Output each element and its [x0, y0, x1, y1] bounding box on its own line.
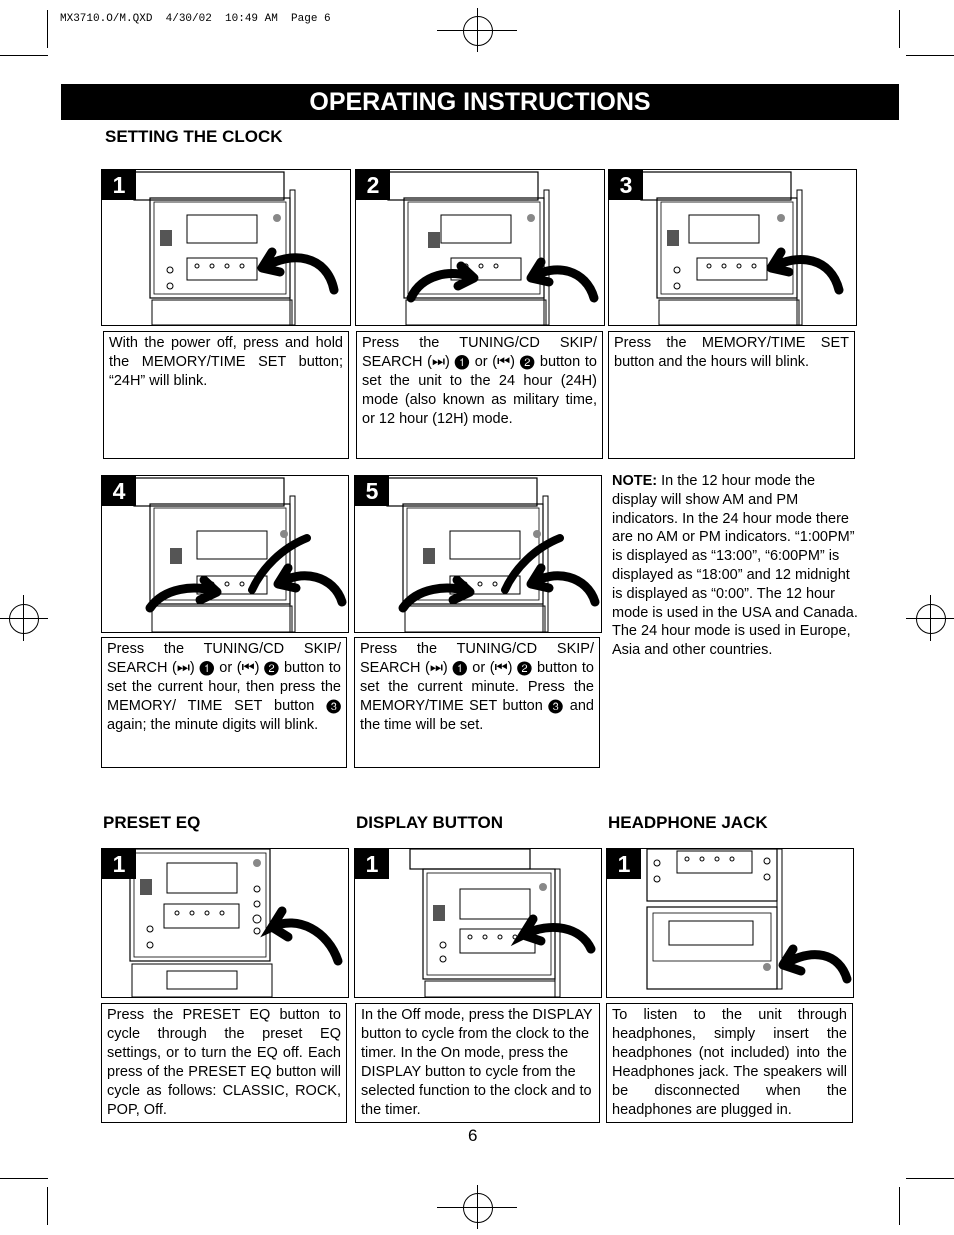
crop-mark	[930, 595, 931, 641]
illustration-step-3: 3	[608, 169, 857, 326]
crop-mark	[906, 1178, 954, 1179]
illustration-step-4: 4	[101, 475, 349, 633]
registration-mark	[916, 604, 946, 634]
step-number: 1	[102, 170, 136, 200]
stereo-unit-illustration	[409, 849, 596, 997]
registration-mark	[463, 16, 493, 46]
step-number: 1	[355, 849, 389, 879]
stereo-unit-illustration	[387, 171, 599, 325]
illustration-display-button: 1	[354, 848, 602, 998]
page-number: 6	[468, 1126, 478, 1145]
crop-mark	[899, 1187, 900, 1225]
section-heading-display: DISPLAY BUTTON	[356, 813, 504, 832]
crop-mark	[906, 55, 954, 56]
crop-mark	[0, 618, 48, 619]
illustration-headphone-jack: 1	[606, 848, 854, 998]
page-title: OPERATING INSTRUCTIONS	[61, 84, 899, 120]
stereo-unit-illustration	[133, 171, 339, 325]
preset-eq-text: Press the PRESET EQ button to cycle thro…	[101, 1003, 347, 1123]
step-1-text: With the power off, press and hold the M…	[103, 331, 349, 459]
section-heading-headphone: HEADPHONE JACK	[608, 813, 768, 832]
crop-mark	[23, 595, 24, 641]
crop-mark	[0, 55, 48, 56]
note-label: NOTE:	[612, 473, 658, 489]
step-number: 1	[607, 849, 641, 879]
step-3-text: Press the MEMORY/TIME SET button and the…	[608, 331, 855, 459]
registration-mark	[9, 604, 39, 634]
stereo-unit-illustration	[133, 477, 347, 632]
step-number: 5	[355, 476, 389, 506]
note-text: In the 12 hour mode the display will sho…	[612, 473, 858, 659]
crop-mark	[899, 10, 900, 48]
stereo-unit-illustration	[640, 171, 844, 325]
headphone-jack-text: To listen to the unit through headphones…	[606, 1003, 853, 1123]
section-heading-eq: PRESET EQ	[103, 813, 201, 832]
stereo-unit-illustration	[646, 849, 852, 990]
display-button-text: In the Off mode, press the DISPLAY butto…	[355, 1003, 600, 1123]
illustration-step-2: 2	[355, 169, 605, 326]
file-slug: MX3710.O/M.QXD 4/30/02 10:49 AM Page 6	[60, 13, 331, 25]
illustration-step-1: 1	[101, 169, 351, 326]
crop-mark	[0, 1178, 48, 1179]
stereo-unit-illustration	[129, 849, 343, 997]
crop-mark	[477, 8, 478, 52]
step-number: 2	[356, 170, 390, 200]
crop-mark	[47, 10, 48, 48]
step-number: 3	[609, 170, 643, 200]
crop-mark	[477, 1185, 478, 1229]
note-block: NOTE: In the 12 hour mode the display wi…	[612, 472, 862, 660]
step-number: 4	[102, 476, 136, 506]
section-heading-clock: SETTING THE CLOCK	[105, 127, 283, 146]
step-5-text: Press the TUNING/CD SKIP/ SEARCH (⏭) ❶ o…	[354, 637, 600, 768]
illustration-preset-eq: 1	[101, 848, 349, 998]
crop-mark	[47, 1187, 48, 1225]
step-number: 1	[102, 849, 136, 879]
stereo-unit-illustration	[386, 477, 600, 632]
step-4-text: Press the TUNING/CD SKIP/ SEARCH (⏭) ❶ o…	[101, 637, 347, 768]
step-2-text: Press the TUNING/CD SKIP/ SEARCH (⏭) ❶ o…	[356, 331, 603, 459]
registration-mark	[463, 1193, 493, 1223]
illustration-step-5: 5	[354, 475, 602, 633]
